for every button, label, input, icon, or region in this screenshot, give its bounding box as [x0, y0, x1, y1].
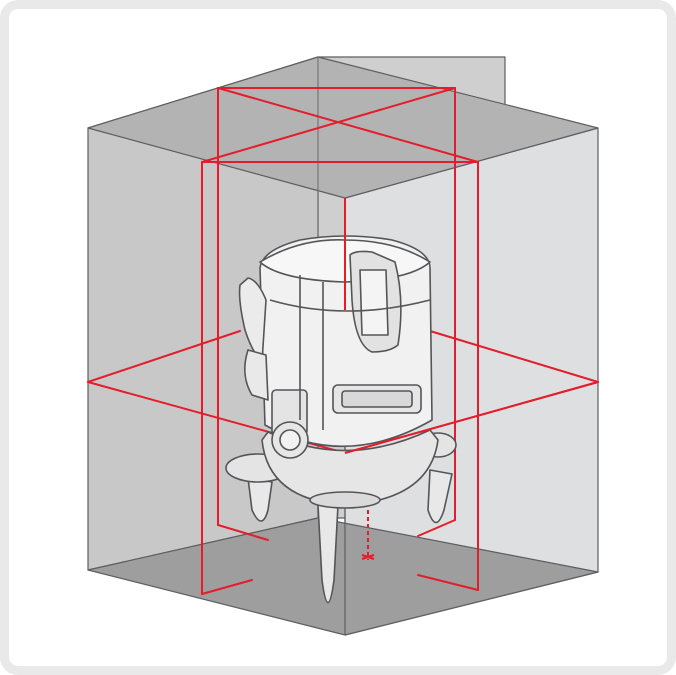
- laser-level-illustration: [0, 0, 676, 675]
